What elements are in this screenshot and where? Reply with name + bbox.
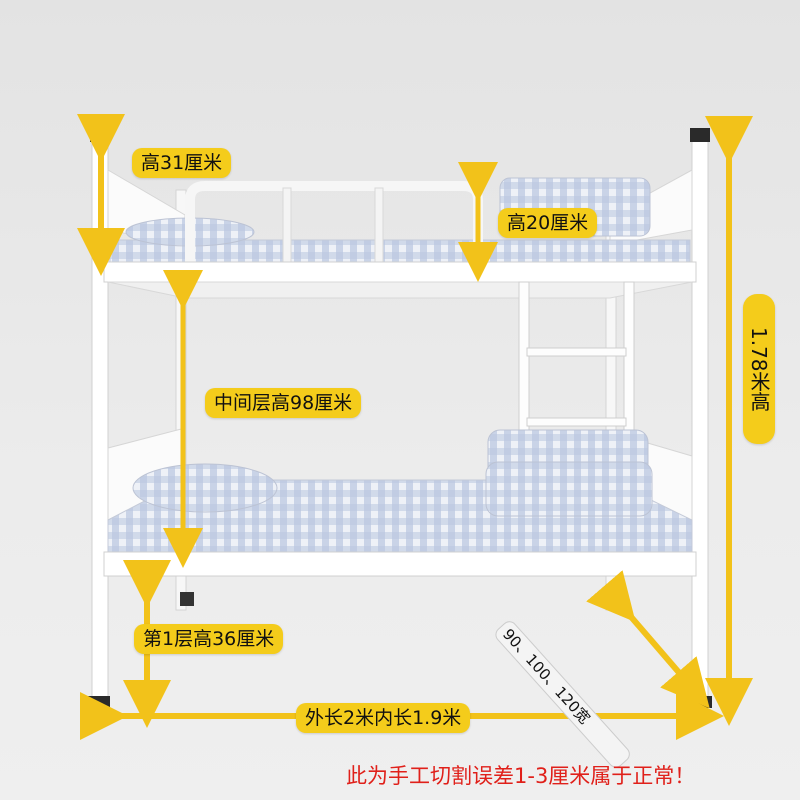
length-label: 外长2米内长1.9米: [296, 703, 471, 733]
post-foot: [180, 592, 194, 606]
bottom-pillow: [132, 463, 278, 513]
top-bunk-underside: [107, 281, 693, 299]
first-layer-height-label: 第1层高36厘米: [134, 624, 284, 654]
guardrail-bar: [282, 187, 292, 263]
width-arrow: [586, 570, 710, 709]
guardrail-height-label: 高20厘米: [498, 208, 598, 238]
ladder-rung: [526, 417, 627, 427]
ladder-rung: [526, 347, 627, 357]
folded-quilt: [485, 461, 653, 517]
front-right-post: [691, 133, 709, 703]
post-foot: [88, 696, 110, 708]
top-bunk-frame: [103, 261, 697, 283]
post-foot: [604, 592, 618, 606]
post-cap: [690, 128, 710, 142]
cutting-tolerance-note: 此为手工切割误差1-3厘米属于正常！: [346, 764, 696, 788]
total-height-label: 1.78米高: [743, 294, 775, 444]
post-foot: [690, 696, 712, 708]
middle-height-label: 中间层高98厘米: [205, 388, 362, 418]
top-rail-height-label: 高31厘米: [132, 148, 232, 178]
bottom-bunk-frame: [103, 551, 697, 577]
guardrail-bar: [374, 187, 384, 263]
